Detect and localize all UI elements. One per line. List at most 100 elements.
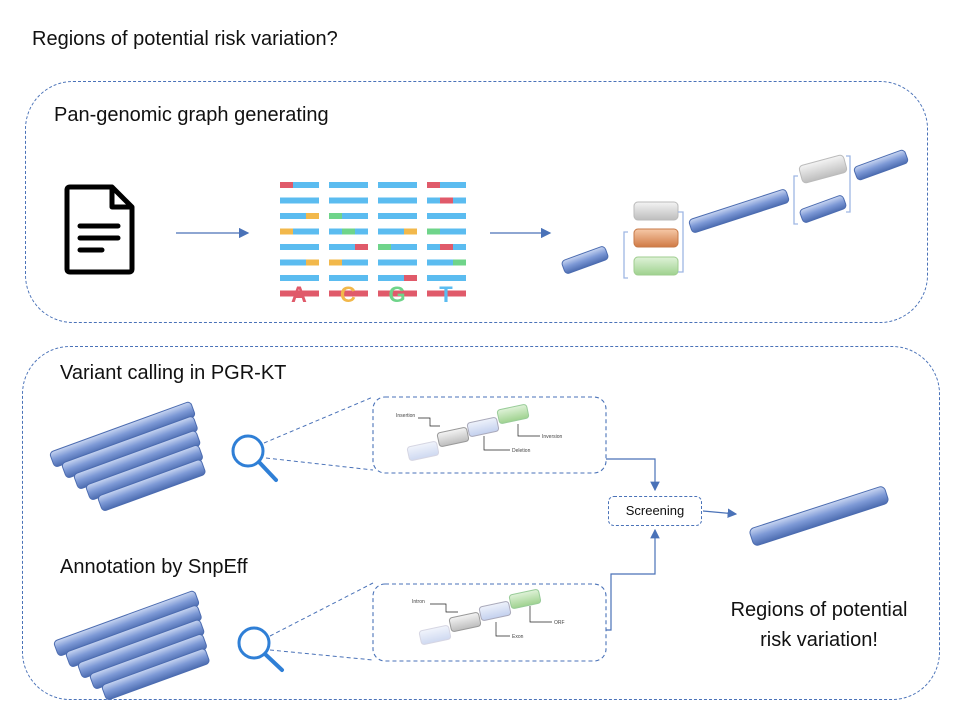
alignment-cell <box>427 275 466 281</box>
annotation-heading: Annotation by SnpEff <box>60 556 248 578</box>
alignment-variant-cell <box>440 244 453 250</box>
sequence-alignment <box>280 182 466 297</box>
chromosome-tube <box>101 648 210 700</box>
base-g: G <box>388 282 405 307</box>
alignment-cell <box>280 182 319 188</box>
alignment-cell <box>378 244 417 250</box>
alignment-variant-cell <box>342 228 355 235</box>
alignment-cell <box>280 290 319 297</box>
graph-node-green <box>633 256 679 276</box>
alignment-cell <box>378 275 417 281</box>
magnifier-icon <box>231 434 278 482</box>
graph-node-gray <box>633 201 679 221</box>
alignment-variant-cell <box>404 182 417 188</box>
graph-node-start <box>561 246 609 274</box>
alignment-variant-cell <box>306 213 319 219</box>
variant-mini-graph: Insertion Inversion Deletion <box>396 404 563 461</box>
alignment-variant-cell <box>329 213 342 219</box>
alignment-cell <box>329 244 368 250</box>
alignment-cell <box>280 228 319 235</box>
chromosome-bundle-variants <box>49 401 206 511</box>
screening-connectors <box>606 458 738 631</box>
alignment-variant-cell <box>306 259 319 266</box>
alignment-cell <box>329 290 368 297</box>
alignment-variant-cell <box>355 197 368 204</box>
base-a: A <box>291 282 307 307</box>
panel-pangenome <box>25 81 928 323</box>
alignment-cell <box>427 213 466 219</box>
graph-bracket-far-right <box>846 155 851 213</box>
graph-node-long <box>688 189 790 233</box>
chromosome-tube <box>97 459 206 511</box>
magnifier-icon <box>237 626 284 672</box>
alignment-variant-cell <box>391 259 404 266</box>
alignment-cell <box>329 197 368 204</box>
result-caption-line1: Regions of potential <box>730 599 908 621</box>
graph-node-orange <box>633 228 679 248</box>
annotation-label-exon: Exon <box>512 634 524 640</box>
alignment-variant-cell <box>391 213 404 219</box>
chromosome-bundle-annotation <box>53 590 210 700</box>
alignment-variant-cell <box>342 182 355 188</box>
result-region-tube <box>749 486 889 546</box>
base-c: C <box>340 282 356 307</box>
alignment-cell <box>427 228 466 235</box>
zoom-lines <box>263 396 374 661</box>
alignment-cell <box>427 290 466 297</box>
panel-variant-screening <box>22 346 940 700</box>
alignment-variant-cell <box>378 244 391 250</box>
graph-node-gray-2 <box>798 154 848 184</box>
annotation-mini-graph: Intron ORF Exon <box>412 589 565 645</box>
result-caption: Regions of potential risk variation! <box>712 595 926 655</box>
base-letters: A C G T <box>291 282 453 307</box>
page-title: Regions of potential risk variation? <box>32 28 338 50</box>
alignment-cell <box>427 259 466 266</box>
alignment-variant-cell <box>378 197 391 204</box>
pangenome-graph <box>561 149 909 279</box>
alignment-variant-cell <box>280 182 293 188</box>
alignment-variant-cell <box>293 244 306 250</box>
alignment-cell <box>427 182 466 188</box>
graph-node-blue-2 <box>799 195 847 223</box>
base-t: T <box>439 282 453 307</box>
variant-label-inversion: Inversion <box>542 434 563 440</box>
variant-label-insertion: Insertion <box>396 413 415 419</box>
alignment-variant-cell <box>355 244 368 250</box>
alignment-variant-cell <box>342 275 355 281</box>
alignment-variant-cell <box>329 259 342 266</box>
alignment-variant-cell <box>427 228 440 235</box>
annotation-label-intron: Intron <box>412 599 425 605</box>
variant-calling-heading: Variant calling in PGR-KT <box>60 362 287 384</box>
graph-bracket-right <box>793 175 798 225</box>
alignment-cell <box>378 182 417 188</box>
alignment-cell <box>280 213 319 219</box>
alignment-cell <box>378 228 417 235</box>
alignment-cell <box>378 197 417 204</box>
graph-bracket-mid <box>678 211 684 273</box>
alignment-variant-cell <box>280 275 293 281</box>
alignment-variant-cell <box>280 228 293 235</box>
alignment-cell <box>378 290 417 297</box>
graph-bracket-left <box>623 231 628 279</box>
annotation-label-orf: ORF <box>554 620 565 626</box>
alignment-variant-cell <box>440 197 453 204</box>
document-icon <box>64 184 135 275</box>
alignment-cell <box>280 275 319 281</box>
alignment-variant-cell <box>293 197 306 204</box>
pangenome-heading: Pan-genomic graph generating <box>54 104 329 126</box>
graph-node-end <box>853 149 909 181</box>
alignment-variant-cell <box>453 213 466 219</box>
variant-zoom-box <box>372 396 607 474</box>
annotation-zoom-box <box>372 583 607 662</box>
screening-box: Screening <box>608 496 702 526</box>
alignment-cell <box>280 259 319 266</box>
alignment-variant-cell <box>404 275 417 281</box>
variant-label-deletion: Deletion <box>512 448 531 454</box>
alignment-variant-cell <box>427 182 440 188</box>
alignment-cell <box>329 259 368 266</box>
alignment-variant-cell <box>404 228 417 235</box>
alignment-variant-cell <box>453 259 466 266</box>
alignment-cell <box>329 213 368 219</box>
alignment-variant-cell <box>427 275 440 281</box>
